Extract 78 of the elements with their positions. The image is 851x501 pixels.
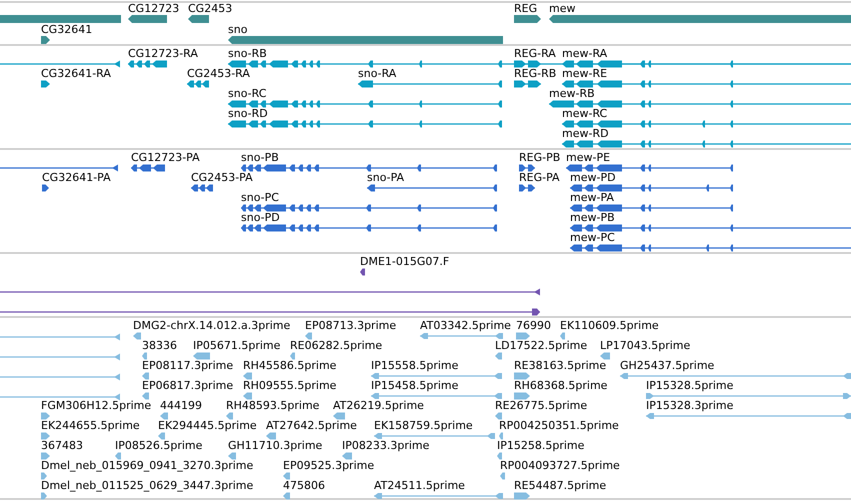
feature-label: sno-PC: [241, 192, 279, 204]
feature-label: IP15458.5prime: [371, 380, 458, 392]
feature-label: sno-RA: [358, 68, 396, 80]
feature-label: mew-PD: [570, 172, 616, 184]
feature-label: AT26219.5prime: [333, 400, 424, 412]
feature-label: CG2453-RA: [187, 68, 250, 80]
feature-label: CG32641-RA: [41, 68, 111, 80]
feature-label: FGM306H12.5prime: [41, 400, 152, 412]
feature-label: REG-RB: [514, 68, 556, 80]
feature-label: DME1-015G07.F: [360, 256, 450, 268]
feature-label: RE38163.5prime: [514, 360, 606, 372]
feature-label: RH09555.5prime: [243, 380, 336, 392]
feature-label: RE06282.5prime: [290, 340, 382, 352]
feature-label: EK110609.5prime: [560, 320, 659, 332]
feature-label: AT24511.5prime: [374, 480, 465, 492]
feature-label: CG12723-PA: [131, 152, 200, 164]
feature-label: AT03342.5prime: [420, 320, 511, 332]
feature-label: IP15258.5prime: [497, 440, 584, 452]
feature-label: EK158759.5prime: [374, 420, 473, 432]
feature-label: sno-PB: [241, 152, 279, 164]
feature-label: sno-PD: [241, 212, 280, 224]
feature-label: 38336: [142, 340, 177, 352]
feature-label: IP15328.5prime: [646, 380, 734, 392]
feature-label: 475806: [283, 480, 325, 492]
feature-label: LD17522.5prime: [495, 340, 588, 352]
feature-label: mew-PC: [570, 232, 615, 244]
feature-label: mew: [549, 3, 576, 15]
feature-label: sno-PA: [367, 172, 404, 184]
feature-label: sno-RD: [228, 108, 268, 120]
feature-label: mew-RB: [549, 88, 595, 100]
feature-label: mew-PA: [570, 192, 614, 204]
feature-label: GH25437.5prime: [620, 360, 714, 372]
feature-label: RH45586.5prime: [243, 360, 336, 372]
feature-label: CG32641-PA: [42, 172, 111, 184]
feature-label: REG-PA: [519, 172, 560, 184]
feature-label: 444199: [160, 400, 202, 412]
feature-label: IP08526.5prime: [115, 440, 202, 452]
feature-label: sno-RB: [228, 48, 267, 60]
feature-label: CG12723: [128, 3, 180, 15]
feature-label: sno: [228, 24, 248, 36]
feature-label: RE26775.5prime: [495, 400, 588, 412]
feature-label: RH48593.5prime: [226, 400, 320, 412]
feature-label: LP17043.5prime: [600, 340, 690, 352]
feature-label: IP05671.5prime: [193, 340, 280, 352]
feature-label: EP08713.3prime: [305, 320, 396, 332]
feature-label: CG32641: [41, 24, 92, 36]
feature-label: RE54487.5prime: [514, 480, 606, 492]
feature-label: EP08117.3prime: [142, 360, 234, 372]
feature-label: REG-PB: [519, 152, 560, 164]
feature-label: AT27642.5prime: [266, 420, 357, 432]
feature-label: CG2453: [188, 3, 232, 15]
feature-label: EK244655.5prime: [41, 420, 140, 432]
feature-label: mew-PE: [566, 152, 610, 164]
feature-label: Dmel_neb_015969_0941_3270.3prime: [41, 460, 254, 472]
feature-label: REG: [514, 3, 538, 15]
feature-label: GH11710.3prime: [228, 440, 322, 452]
feature-label: mew-RD: [562, 128, 609, 140]
feature-label: RP004093727.5prime: [500, 460, 620, 472]
feature-label: IP08233.3prime: [342, 440, 430, 452]
feature-label: EP06817.3prime: [142, 380, 234, 392]
feature-label: EP09525.3prime: [283, 460, 374, 472]
feature-label: mew-RA: [562, 48, 608, 60]
feature-label: sno-RC: [228, 88, 266, 100]
feature-label: 367483: [41, 440, 83, 452]
feature-label: IP15328.3prime: [646, 400, 734, 412]
feature-label: IP15558.5prime: [371, 360, 458, 372]
feature-label: EK294445.5prime: [158, 420, 257, 432]
feature-label: RH68368.5prime: [514, 380, 608, 392]
feature-label: Dmel_neb_011525_0629_3447.3prime: [41, 480, 254, 492]
feature-label: mew-RC: [562, 108, 608, 120]
feature-label: DMG2-chrX.14.012.a.3prime: [133, 320, 290, 332]
feature-label: mew-PB: [570, 212, 615, 224]
feature-label: 76990: [516, 320, 551, 332]
feature-label: CG2453-PA: [191, 172, 253, 184]
feature-label: REG-RA: [514, 48, 556, 60]
feature-label: CG12723-RA: [128, 48, 198, 60]
feature-label: mew-RE: [562, 68, 608, 80]
feature-label: RP004250351.5prime: [499, 420, 619, 432]
